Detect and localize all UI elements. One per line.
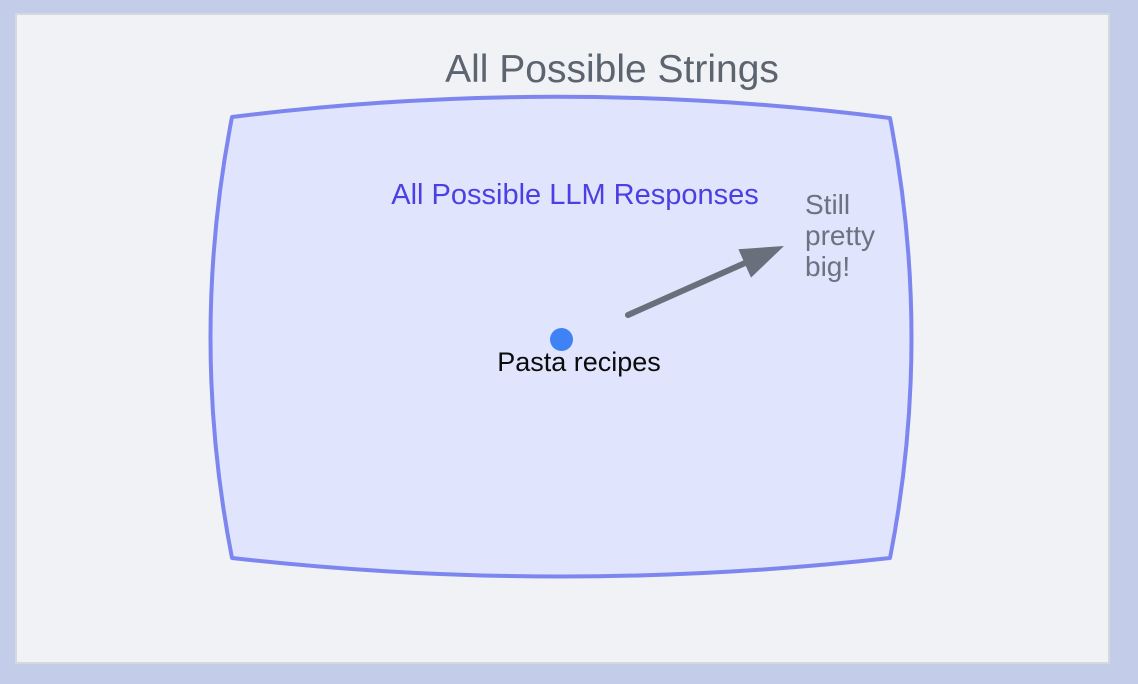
annotation-still-pretty-big: Still pretty big!	[805, 189, 875, 282]
annotation-line: Still	[805, 189, 851, 220]
llm-set-label: All Possible LLM Responses	[391, 179, 759, 211]
arrow-head	[738, 246, 784, 278]
annotation-line: pretty	[805, 220, 876, 251]
point-dot	[550, 328, 573, 351]
arrow-icon	[625, 246, 784, 318]
arrow-line	[625, 260, 748, 318]
diagram-title: All Possible Strings	[445, 48, 779, 91]
annotation-line: big!	[805, 251, 851, 282]
point-label: Pasta recipes	[497, 347, 661, 377]
